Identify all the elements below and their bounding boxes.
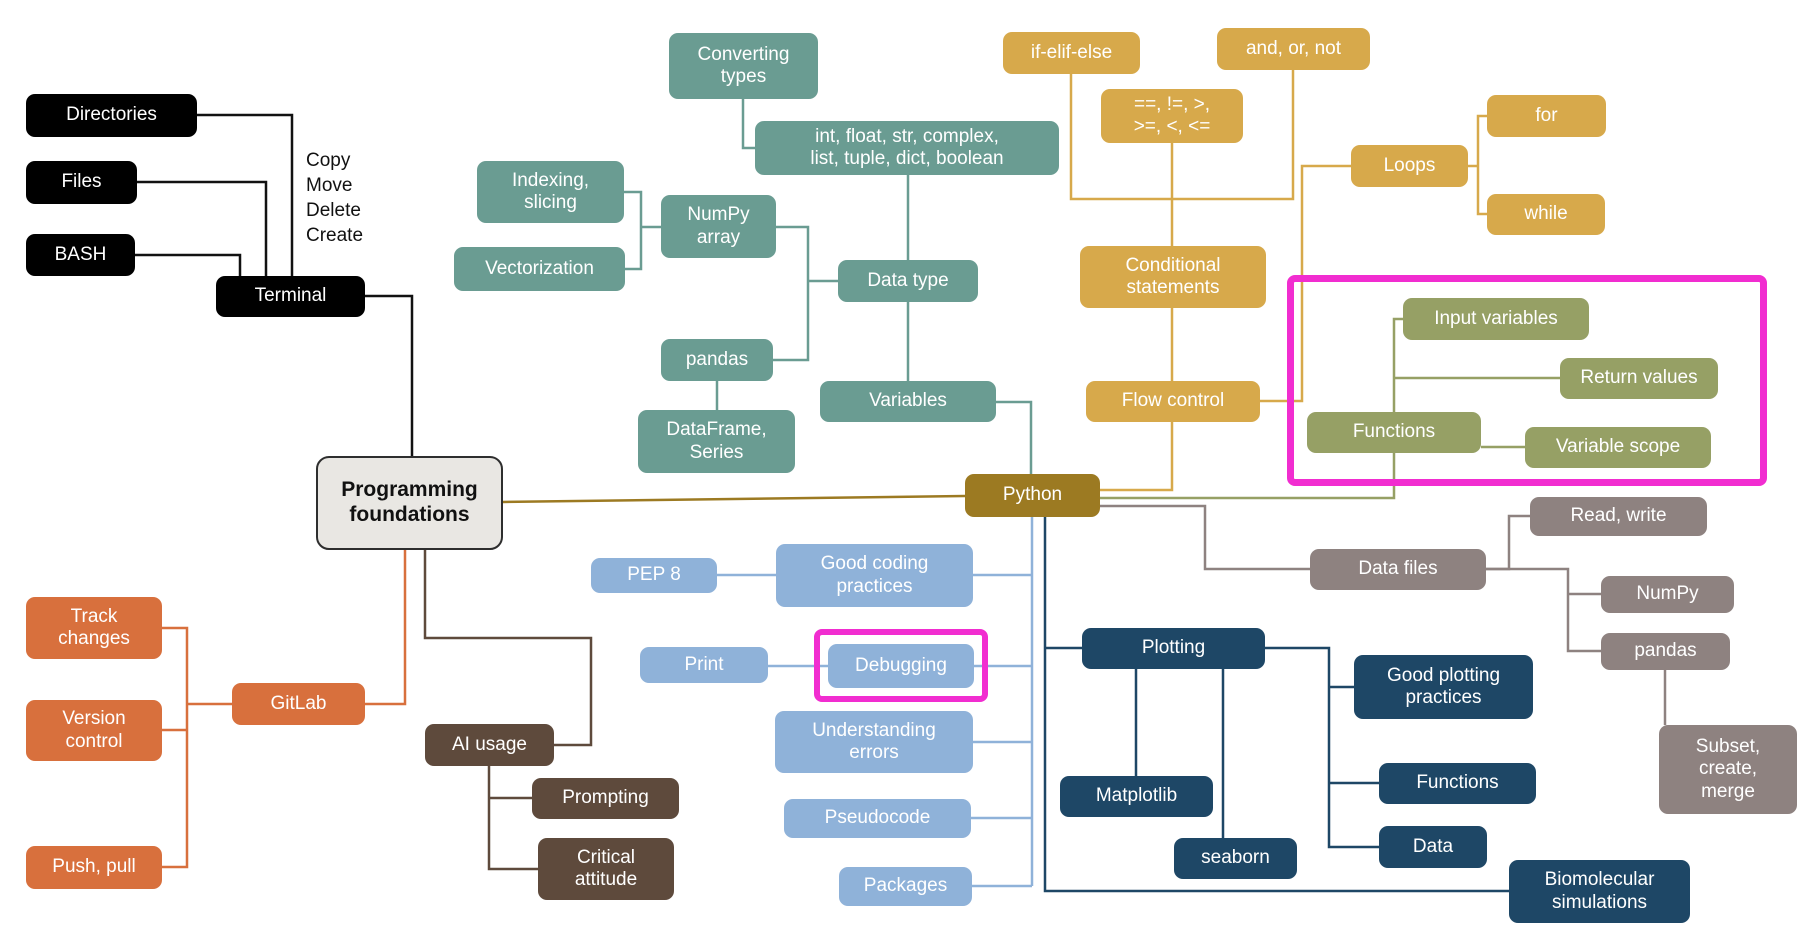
node-pandas: pandas	[661, 339, 773, 381]
node-matplotlib: Matplotlib	[1060, 776, 1213, 817]
terminal-action-delete: Delete	[306, 200, 361, 221]
terminal-actions-list: Copy Move Delete Create	[306, 148, 363, 248]
node-builtin-types: int, float, str, complex, list, tuple, d…	[755, 121, 1059, 175]
node-plotting: Plotting	[1082, 628, 1265, 669]
node-functions: Functions	[1307, 412, 1481, 453]
edge-files-terminal	[137, 180, 268, 276]
node-seaborn: seaborn	[1174, 838, 1297, 879]
node-bash: BASH	[26, 234, 135, 276]
node-and-or-not: and, or, not	[1217, 28, 1370, 70]
edge-trackchanges-pushpull	[162, 626, 189, 869]
node-subset-create-merge: Subset, create, merge	[1659, 725, 1797, 814]
edge-gitlab-center	[365, 550, 407, 706]
node-terminal: Terminal	[216, 276, 365, 317]
node-pandas-files: pandas	[1601, 633, 1730, 670]
node-ai-usage: AI usage	[425, 724, 554, 766]
node-pep8: PEP 8	[591, 558, 717, 593]
node-numpy-array: NumPy array	[661, 195, 776, 258]
edge-plotting-data	[1265, 646, 1379, 849]
node-conditional-statements: Conditional statements	[1080, 246, 1266, 308]
node-plotting-data: Data	[1379, 826, 1487, 868]
node-debugging: Debugging	[828, 644, 974, 688]
edge-for-while	[1476, 114, 1487, 216]
edge-indexing-vectorization	[624, 190, 643, 271]
node-numpy-files: NumPy	[1601, 576, 1734, 613]
edge-python-biomolecular	[1043, 517, 1509, 893]
node-gitlab: GitLab	[232, 683, 365, 725]
node-good-plotting-practices: Good plotting practices	[1354, 655, 1533, 719]
edge-directories-terminal	[197, 113, 294, 276]
edge-center-python	[502, 494, 966, 504]
node-data-type: Data type	[838, 260, 978, 302]
highlight-debugging	[814, 629, 988, 702]
node-dataframe-series: DataFrame, Series	[638, 410, 795, 473]
node-indexing-slicing: Indexing, slicing	[477, 161, 624, 223]
node-if-elif-else: if-elif-else	[1003, 32, 1140, 74]
node-understanding-errors: Understanding errors	[775, 711, 973, 773]
node-data-files: Data files	[1310, 549, 1486, 590]
node-return-values: Return values	[1560, 358, 1718, 399]
node-good-coding-practices: Good coding practices	[776, 544, 973, 607]
highlight-functions-group	[1287, 275, 1767, 486]
edge-bash-terminal	[135, 253, 242, 276]
edge-converting-builtin	[741, 99, 755, 150]
edge-datafiles-readwrite	[1486, 514, 1530, 571]
node-plotting-functions: Functions	[1379, 763, 1536, 804]
terminal-action-copy: Copy	[306, 150, 351, 171]
node-read-write: Read, write	[1530, 497, 1707, 536]
edge-datafiles-pandas	[1486, 567, 1601, 653]
node-variables: Variables	[820, 381, 996, 422]
node-while: while	[1487, 194, 1605, 235]
node-critical-attitude: Critical attitude	[538, 838, 674, 900]
node-version-control: Version control	[26, 700, 162, 761]
node-push-pull: Push, pull	[26, 846, 162, 889]
node-python: Python	[965, 474, 1100, 517]
node-converting-types: Converting types	[669, 33, 818, 99]
node-prompting: Prompting	[532, 778, 679, 819]
edge-aiusage-critical	[487, 766, 538, 871]
node-variable-scope: Variable scope	[1525, 427, 1711, 468]
node-print: Print	[640, 647, 768, 683]
edge-flowcontrol-python	[1100, 422, 1174, 492]
node-pseudocode: Pseudocode	[784, 799, 971, 838]
edge-center-aiusage	[423, 550, 593, 747]
node-comparison-operators: ==, !=, >, >=, <, <=	[1101, 89, 1243, 143]
node-loops: Loops	[1351, 145, 1468, 187]
edge-functions-python	[1100, 453, 1396, 500]
edge-variables-python	[996, 400, 1033, 474]
edge-python-datafiles	[1100, 504, 1310, 571]
terminal-action-create: Create	[306, 225, 364, 246]
edge-functions-inputvariables	[1392, 317, 1403, 412]
edge-loops-flowcontrol	[1260, 164, 1351, 403]
node-for: for	[1487, 95, 1606, 137]
edge-numpyarray-pandas	[773, 225, 810, 362]
node-vectorization: Vectorization	[454, 247, 625, 291]
node-track-changes: Track changes	[26, 597, 162, 659]
edge-terminal-center	[365, 294, 414, 456]
node-input-variables: Input variables	[1403, 298, 1589, 340]
node-directories: Directories	[26, 94, 197, 137]
node-flow-control: Flow control	[1086, 381, 1260, 422]
node-biomolecular-simulations: Biomolecular simulations	[1509, 860, 1690, 923]
node-packages: Packages	[839, 867, 972, 906]
node-files: Files	[26, 161, 137, 204]
terminal-action-move: Move	[306, 175, 353, 196]
node-programming-foundations: Programming foundations	[316, 456, 503, 550]
edge-ifelse-andornot	[1069, 70, 1295, 201]
